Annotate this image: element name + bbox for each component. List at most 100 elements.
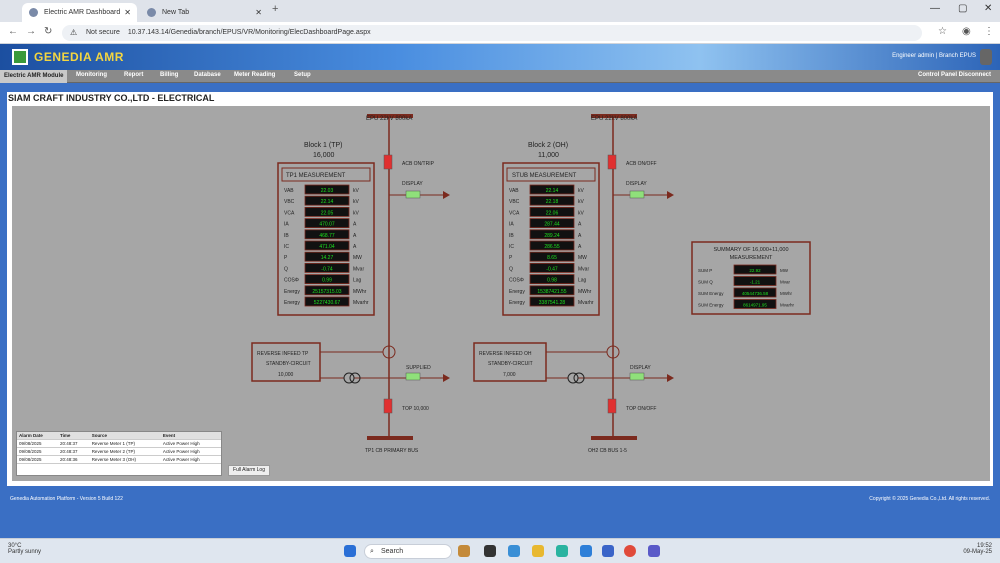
start-icon[interactable]	[344, 545, 356, 557]
alarm-source: Reverse Meter 3 (OH)	[89, 455, 161, 464]
user-info: Engineer admin | Branch EPUS	[892, 53, 976, 59]
alarm-time: 20:48:37	[57, 439, 90, 448]
measurement-value: 22.14	[321, 199, 334, 205]
breaker-top-label: ACB ON/OFF	[626, 161, 657, 167]
menu-control-panel[interactable]: Control Panel Disconnect	[918, 72, 992, 78]
app-banner: GENEDIA AMR Engineer admin | Branch EPUS	[0, 44, 1000, 70]
app-logo-text: GENEDIA AMR	[34, 50, 124, 64]
clock-date: 09-May-25	[963, 549, 992, 555]
clock-time: 19:52	[976, 543, 992, 549]
table-row[interactable]: 09/08/2025 20:48:37 Reverse Meter 2 (TP)…	[17, 447, 221, 456]
minimize-icon[interactable]: —	[930, 3, 940, 14]
tab-new-tab[interactable]: New Tab ✕	[140, 3, 268, 22]
measurement-unit: MWhr	[578, 289, 592, 295]
alarm-date: 09/08/2025	[17, 455, 58, 464]
summary-label: SUM Energy	[698, 291, 724, 296]
close-tab-icon[interactable]: ✕	[255, 8, 262, 17]
user-avatar-icon[interactable]	[980, 49, 992, 65]
weather-widget[interactable]: 30°C Partly sunny	[8, 543, 41, 555]
measurement-value-box	[529, 285, 575, 296]
mail-icon[interactable]	[580, 545, 592, 557]
breaker-branch[interactable]	[629, 190, 645, 199]
tab-electric-amr-dashboard[interactable]: Electric AMR Dashboard ✕	[22, 3, 137, 22]
weather-desc: Partly sunny	[8, 549, 42, 555]
menu-setup[interactable]: Setup	[294, 72, 311, 78]
breaker-branch[interactable]	[405, 190, 421, 199]
breaker-top-label: ACB ON/TRIP	[402, 161, 435, 167]
profile-icon[interactable]: ◉	[962, 26, 971, 37]
tab-label: New Tab	[162, 9, 190, 16]
measurement-value: 22.06	[546, 210, 559, 216]
breaker-bottom[interactable]	[383, 398, 393, 414]
system-clock[interactable]: 19:52 09-May-25	[963, 543, 992, 555]
forward-icon[interactable]: →	[26, 26, 36, 37]
summary-value-box	[733, 299, 777, 309]
infeed-sub: STANDBY-CIRCUIT	[266, 361, 311, 367]
measurement-unit: A	[578, 233, 582, 239]
maximize-icon[interactable]: ▢	[958, 3, 968, 14]
url-input[interactable]: ⚠ Not secure 10.37.143.14/Genedia/branch…	[62, 25, 922, 41]
edge-icon[interactable]	[556, 545, 568, 557]
breaker-supply[interactable]	[405, 372, 421, 381]
footer-copyright: Copyright © 2025 Genedia Co.,Ltd. All ri…	[869, 496, 990, 502]
breaker-bottom-label: TOP ON/OFF	[626, 406, 656, 412]
bottom-busbar	[367, 436, 413, 440]
infeed-sub: STANDBY-CIRCUIT	[488, 361, 533, 367]
menu-report[interactable]: Report	[124, 72, 144, 78]
measurement-value-box	[304, 251, 350, 262]
breaker-bottom[interactable]	[607, 398, 617, 414]
close-tab-icon[interactable]: ✕	[124, 8, 131, 17]
page-title: SIAM CRAFT INDUSTRY CO.,LTD - ELECTRICAL	[8, 93, 215, 103]
file-explorer-icon[interactable]	[458, 545, 470, 557]
outlook-icon[interactable]	[602, 545, 614, 557]
store-icon[interactable]	[508, 545, 520, 557]
menu-electric-amr-module[interactable]: Electric AMR Module	[0, 70, 68, 83]
table-row[interactable]: 09/08/2025 20:48:37 Reverse Meter 1 (TP)…	[17, 439, 221, 448]
summary-unit: Mvar	[780, 280, 791, 285]
chrome-icon[interactable]	[624, 545, 636, 557]
breaker-supply[interactable]	[629, 372, 645, 381]
summary-value: 40544736.58	[742, 291, 769, 296]
taskbar-search-input[interactable]: ⌕ Search	[364, 544, 452, 559]
busbar-label: OH2 CB BUS 1-5	[588, 448, 627, 454]
breaker-top[interactable]	[383, 154, 393, 170]
supply-label: SUPPLIED	[406, 365, 431, 371]
teams-icon[interactable]	[648, 545, 660, 557]
summary-label: SUM P	[698, 268, 712, 273]
measurement-label: P	[509, 255, 513, 261]
measurement-unit: Lag	[353, 278, 362, 284]
full-alarm-log-button[interactable]: Full Alarm Log	[228, 465, 270, 476]
menu-meter-reading[interactable]: Meter Reading	[234, 72, 276, 78]
breaker-top[interactable]	[607, 154, 617, 170]
folder-icon[interactable]	[532, 545, 544, 557]
arrow-right-icon	[443, 374, 450, 382]
source-busbar	[367, 114, 413, 118]
table-row[interactable]: 09/08/2025 20:48:36 Reverse Meter 3 (OH)…	[17, 455, 221, 464]
measurement-value-box	[304, 218, 350, 229]
measurement-unit: MW	[353, 255, 362, 261]
back-icon[interactable]: ←	[8, 26, 18, 37]
browser-menu-icon[interactable]: ⋮	[984, 26, 994, 37]
task-view-icon[interactable]	[484, 545, 496, 557]
menu-database[interactable]: Database	[194, 72, 221, 78]
close-window-icon[interactable]: ✕	[984, 3, 993, 14]
new-tab-icon[interactable]: +	[272, 3, 279, 15]
block-rating: 11,000	[538, 152, 559, 159]
site-info-icon[interactable]: ⚠	[70, 28, 78, 37]
measurement-unit: Mvarhr	[353, 300, 369, 306]
transformer-icon	[343, 372, 355, 384]
measurement-label: IA	[284, 222, 289, 228]
summary-label: SUM Q	[698, 280, 713, 285]
menu-monitoring[interactable]: Monitoring	[76, 72, 107, 78]
reload-icon[interactable]: ↻	[44, 26, 53, 37]
bookmark-star-icon[interactable]: ☆	[938, 26, 947, 37]
menu-billing[interactable]: Billing	[160, 72, 179, 78]
measurement-label: IA	[509, 222, 514, 228]
